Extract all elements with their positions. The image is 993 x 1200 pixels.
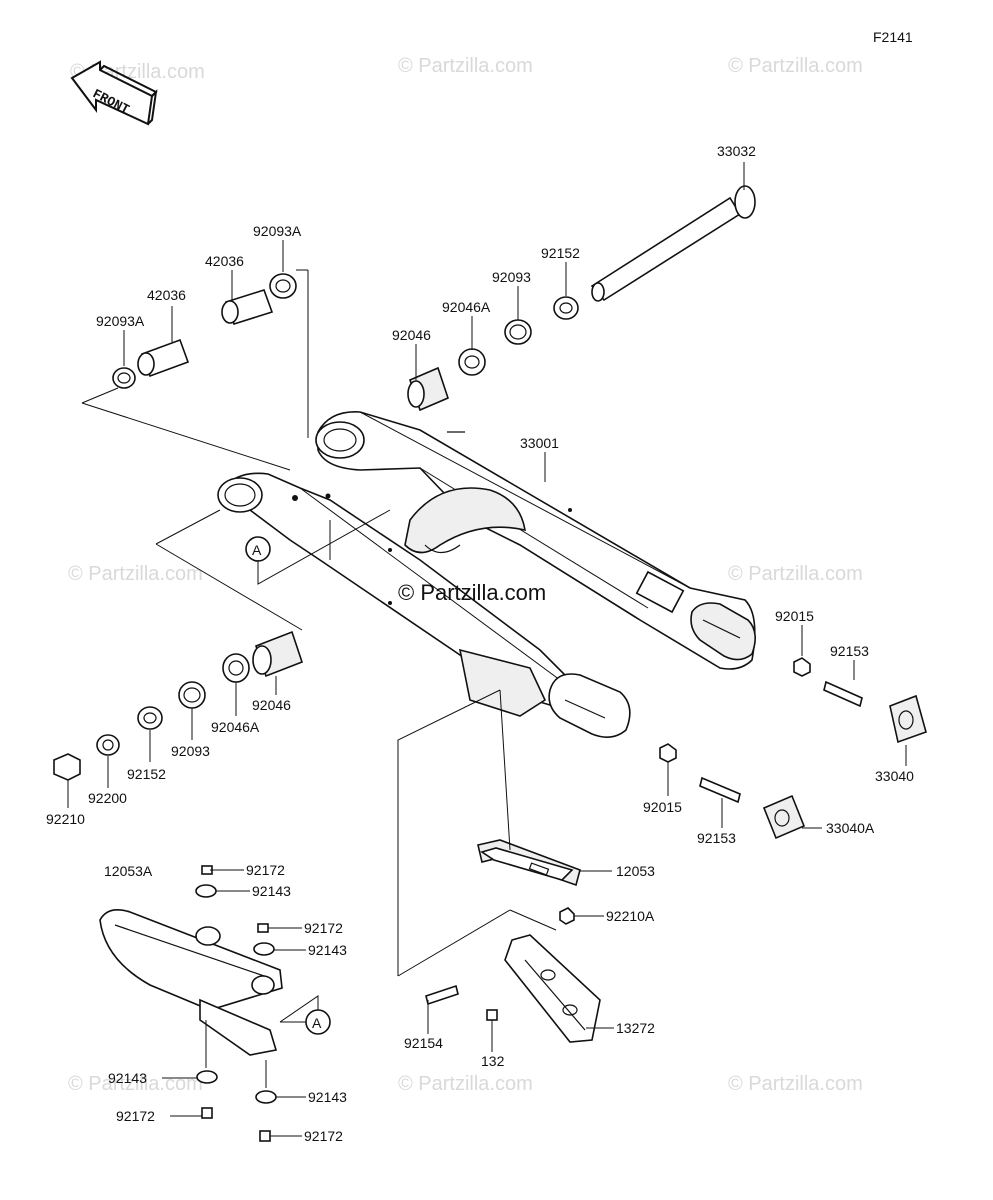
label-33001: 33001 xyxy=(520,435,559,451)
chain-guide-12053 xyxy=(477,839,581,887)
label-92152-top: 92152 xyxy=(541,245,580,261)
label-92143-a: 92143 xyxy=(252,883,291,899)
label-92093-top: 92093 xyxy=(492,269,531,285)
label-92093-bottom: 92093 xyxy=(171,743,210,759)
upper-hardware xyxy=(112,273,579,412)
label-92143-c: 92143 xyxy=(108,1070,147,1086)
label-92153-right: 92153 xyxy=(830,643,869,659)
label-92172-b: 92172 xyxy=(304,920,343,936)
label-92046A-top: 92046A xyxy=(442,299,491,315)
label-92093A-top: 92093A xyxy=(253,223,302,239)
axle-33032 xyxy=(590,185,756,302)
label-92152-bottom: 92152 xyxy=(127,766,166,782)
label-92143-d: 92143 xyxy=(308,1089,347,1105)
chain-guide-plate-13272 xyxy=(504,934,601,1043)
part-labels: 33032 92093A 42036 42036 92093A 92152 92… xyxy=(46,143,914,1144)
label-92172-c: 92172 xyxy=(116,1108,155,1124)
watermark: © Partzilla.com xyxy=(728,1073,863,1095)
watermark: © Partzilla.com xyxy=(68,563,203,585)
center-watermark: © Partzilla.com xyxy=(398,580,546,605)
watermark-layer: © Partzilla.com © Partzilla.com © Partzi… xyxy=(68,55,863,1095)
label-92154: 92154 xyxy=(404,1035,443,1051)
ref-a-lower-label: A xyxy=(312,1015,322,1031)
watermark: © Partzilla.com xyxy=(398,1073,533,1095)
label-92015-right: 92015 xyxy=(775,608,814,624)
label-92172-a: 92172 xyxy=(246,862,285,878)
label-92046-bottom: 92046 xyxy=(252,697,291,713)
label-92210A: 92210A xyxy=(606,908,655,924)
label-33040A: 33040A xyxy=(826,820,875,836)
lower-left-hardware xyxy=(53,630,303,781)
watermark: © Partzilla.com xyxy=(398,55,533,77)
watermark: © Partzilla.com xyxy=(728,55,863,77)
label-92046-top: 92046 xyxy=(392,327,431,343)
ref-a-upper-label: A xyxy=(252,542,262,558)
label-92143-b: 92143 xyxy=(308,942,347,958)
label-13272: 13272 xyxy=(616,1020,655,1036)
label-92015-mid: 92015 xyxy=(643,799,682,815)
label-132: 132 xyxy=(481,1053,505,1069)
lower-fasteners xyxy=(195,865,575,1142)
leader-lines xyxy=(67,162,907,1137)
label-42036-top: 42036 xyxy=(205,253,244,269)
label-92046A-bottom: 92046A xyxy=(211,719,260,735)
label-42036-left: 42036 xyxy=(147,287,186,303)
watermark: © Partzilla.com xyxy=(728,563,863,585)
chain-slider-12053A xyxy=(99,909,283,1056)
label-92153-mid: 92153 xyxy=(697,830,736,846)
label-33032: 33032 xyxy=(717,143,756,159)
label-92093A-left: 92093A xyxy=(96,313,145,329)
right-hardware xyxy=(659,657,927,840)
label-12053: 12053 xyxy=(616,863,655,879)
label-12053A: 12053A xyxy=(104,863,153,879)
swingarm-33001 xyxy=(217,411,756,738)
label-92210: 92210 xyxy=(46,811,85,827)
label-92200: 92200 xyxy=(88,790,127,806)
figure-code: F2141 xyxy=(873,29,913,45)
label-33040: 33040 xyxy=(875,768,914,784)
ref-a-upper: A xyxy=(245,536,271,562)
ref-a-lower: A xyxy=(305,1009,331,1035)
label-92172-d: 92172 xyxy=(304,1128,343,1144)
